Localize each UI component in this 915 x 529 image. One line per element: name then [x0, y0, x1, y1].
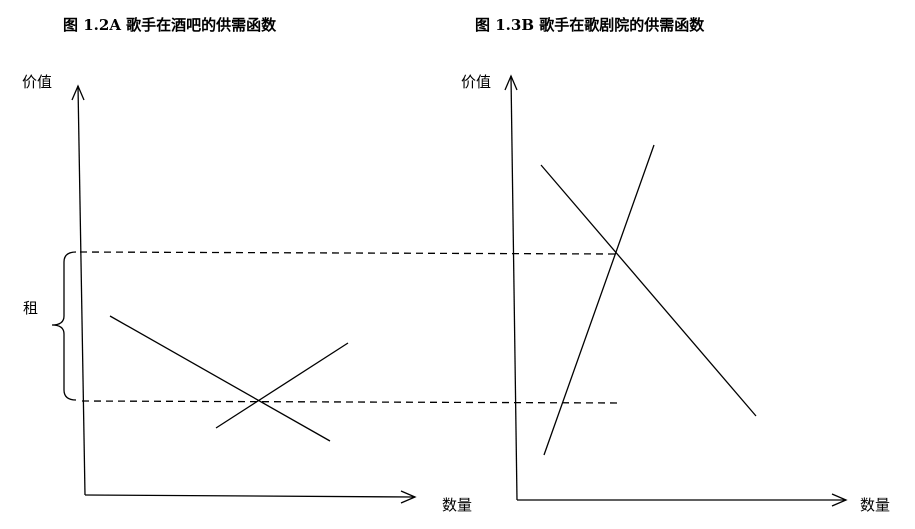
rent-brace: [51, 251, 77, 401]
rent-label: 租: [23, 299, 39, 317]
figure-b-axes: [504, 74, 848, 507]
dashed-high-level: [79, 251, 616, 255]
figure-a-axes: [71, 84, 417, 504]
figure-a-title: 图 1.2A 歌手在酒吧的供需函数: [63, 16, 277, 34]
figure-b-y-label: 价值: [461, 73, 492, 91]
figure-b-title: 图 1.3B 歌手在歌剧院的供需函数: [475, 16, 705, 34]
figure-a-supply-line: [215, 342, 349, 429]
figure-a-demand-line: [109, 315, 331, 442]
figure-a-y-label: 价值: [22, 73, 53, 91]
figure-b-x-label: 数量: [860, 496, 891, 514]
figure-b-demand-line: [540, 164, 757, 417]
dashed-low-level: [81, 400, 623, 404]
figure-a-x-label: 数量: [442, 496, 473, 514]
figure-b-supply-line: [543, 144, 655, 456]
